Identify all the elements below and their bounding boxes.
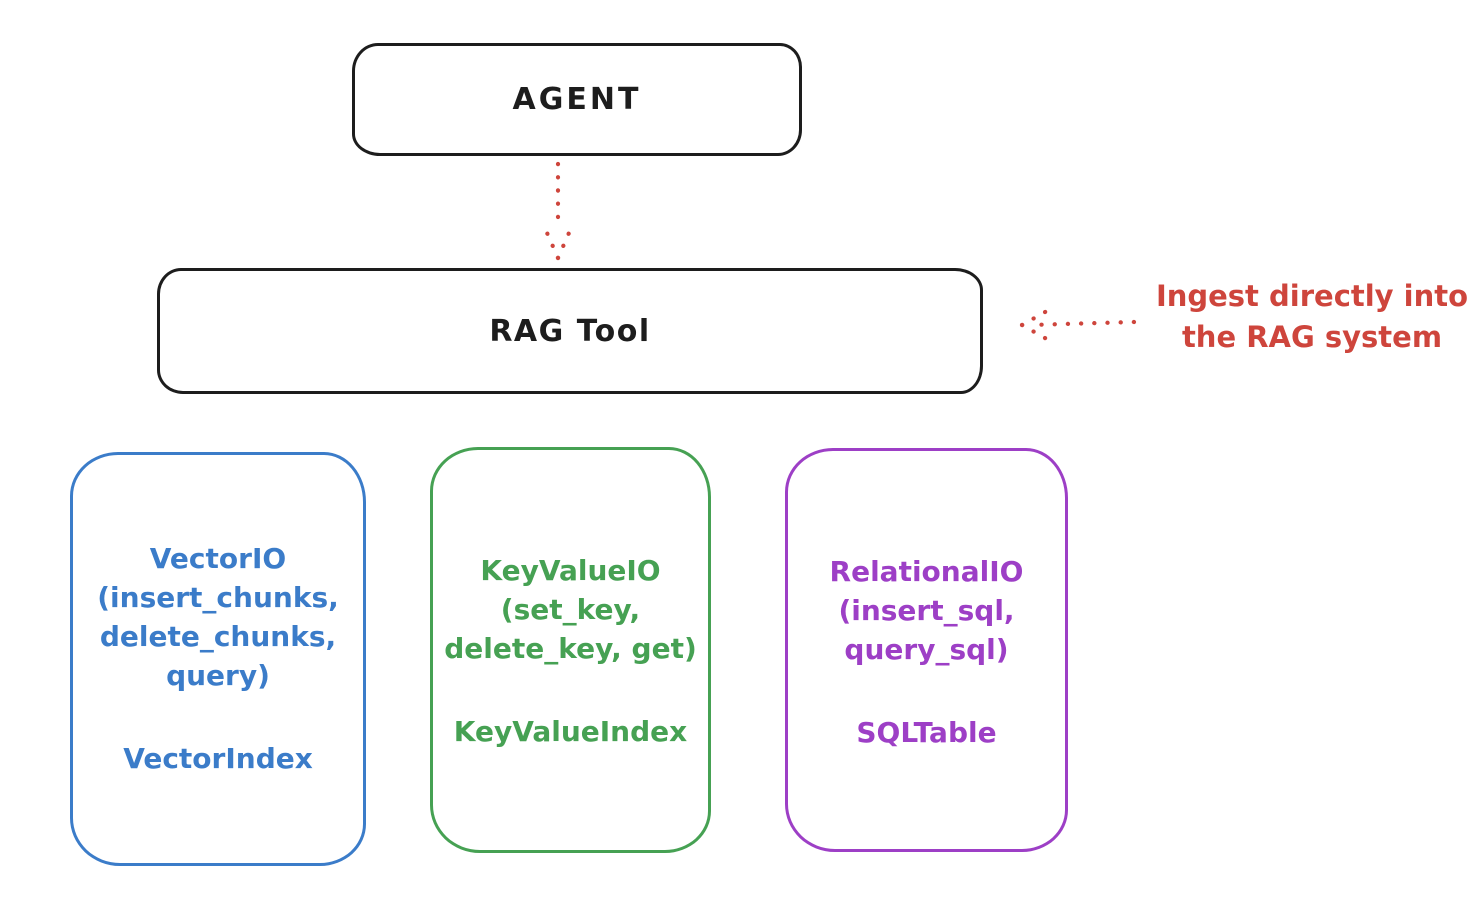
relational-io-method-line: (insert_sql, [838, 594, 1015, 627]
dotted-arrow-left-icon [1019, 304, 1137, 345]
agent-node-label: AGENT [512, 82, 642, 117]
vector-index-label: VectorIndex [123, 742, 313, 775]
keyvalue-io-title: KeyValueIO [480, 554, 661, 587]
vector-io-method-line: query) [166, 659, 270, 692]
vector-io-box: VectorIO (insert_chunks, delete_chunks, … [70, 452, 366, 866]
keyvalue-io-box: KeyValueIO (set_key, delete_key, get) Ke… [430, 447, 711, 853]
vector-io-method-line: delete_chunks, [99, 620, 337, 653]
rag-tool-node: RAG Tool [157, 268, 983, 394]
sql-table-label: SQLTable [856, 716, 997, 749]
keyvalue-io-method-line: (set_key, [500, 593, 641, 626]
relational-io-box: RelationalIO (insert_sql, query_sql) SQL… [785, 448, 1068, 852]
rag-tool-node-label: RAG Tool [489, 313, 651, 349]
relational-io-title: RelationalIO [829, 555, 1024, 588]
keyvalue-io-method-line: delete_key, get) [444, 632, 697, 665]
vector-io-title: VectorIO [149, 542, 287, 575]
relational-io-method-line: query_sql) [844, 633, 1009, 666]
keyvalue-index-label: KeyValueIndex [453, 715, 688, 748]
annotation-line-1: Ingest directly into [1155, 279, 1469, 313]
annotation-line-2: the RAG system [1181, 320, 1443, 354]
vector-io-method-line: (insert_chunks, [97, 581, 339, 614]
agent-node: AGENT [352, 43, 802, 156]
dotted-arrow-down-icon [541, 161, 575, 261]
annotation-text: Ingest directly into the RAG system [1138, 276, 1484, 358]
